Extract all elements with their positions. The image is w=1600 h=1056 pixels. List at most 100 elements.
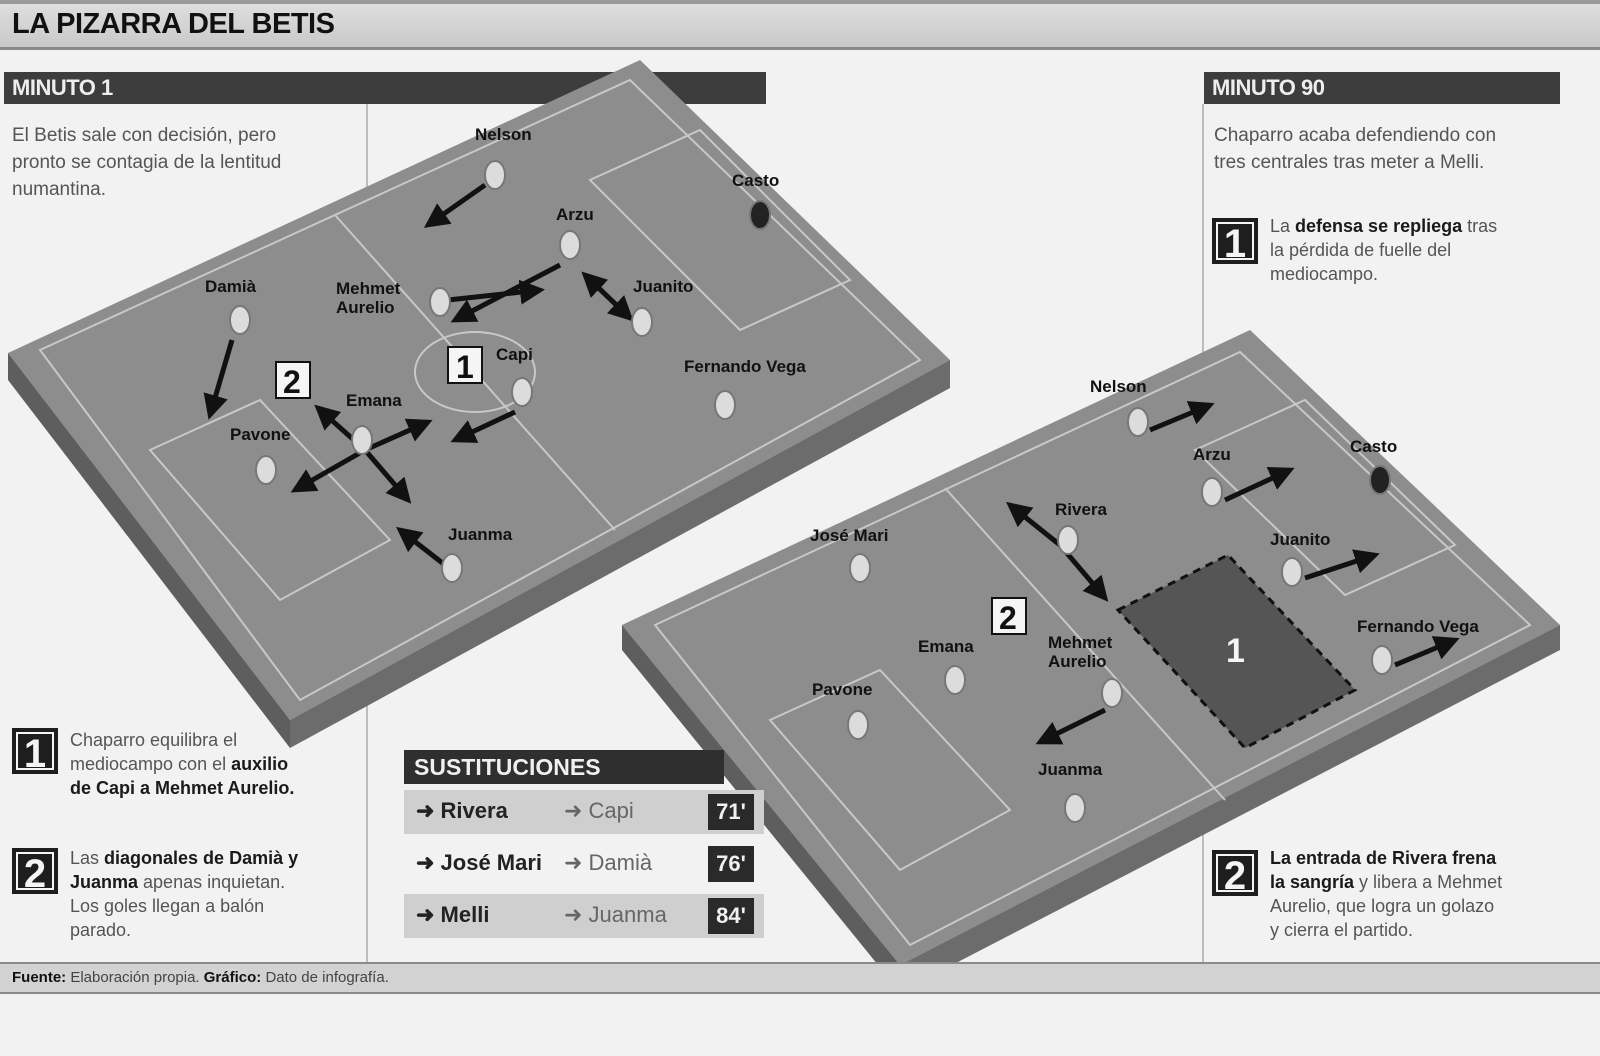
arrows-minuto-1	[203, 182, 634, 567]
note-line: la sangría y libera a Mehmet	[1270, 870, 1590, 894]
player-label: Arzu	[1193, 445, 1231, 464]
player-label: Fernando Vega	[684, 357, 806, 376]
player-label: Mehmet	[336, 279, 401, 298]
players-minuto-1	[229, 160, 771, 583]
player-icon	[429, 287, 451, 317]
player-icon	[1127, 407, 1149, 437]
note-line: mediocampo con el auxilio	[70, 752, 360, 776]
note-text: mediocampo con el	[70, 754, 232, 774]
player-label: Pavone	[230, 425, 290, 444]
substitution-minute: 71'	[708, 794, 754, 830]
player-icon	[1281, 557, 1303, 587]
note-line: Las diagonales de Damià y	[70, 846, 360, 870]
labels-minuto-90: Nelson Casto Arzu Rivera José Mari Juani…	[810, 377, 1479, 779]
note-2-minuto-1: Las diagonales de Damià y Juanma apenas …	[70, 846, 360, 942]
note-badge: 1	[12, 728, 58, 776]
note-badge: 1	[1212, 218, 1258, 266]
substitutions-header: SUSTITUCIONES	[404, 750, 724, 784]
player-icon	[1371, 645, 1393, 675]
player-label: José Mari	[810, 526, 888, 545]
substitution-row: ➜ José Mari ➜ Damià 76'	[404, 842, 764, 886]
intro-line: El Betis sale con decisión, pero	[12, 125, 277, 146]
footer-value: Elaboración propia.	[66, 969, 204, 986]
note-emphasis: Juanma	[70, 872, 139, 892]
field-badges: 1 2 1 2	[275, 346, 1245, 670]
note-line: mediocampo.	[1270, 264, 1379, 284]
note-emphasis: La entrada de Rivera frena	[1270, 848, 1497, 868]
players-minuto-90	[847, 407, 1393, 823]
note-2-minuto-90: La entrada de Rivera frena la sangría y …	[1270, 846, 1590, 942]
player-out-name: Damià	[588, 850, 653, 875]
player-label: Arzu	[556, 205, 594, 224]
note-text: Las	[70, 848, 105, 868]
player-icon	[511, 377, 533, 407]
note-1-minuto-90: La defensa se repliega tras la pérdida d…	[1270, 214, 1590, 286]
note-text: La	[1270, 216, 1296, 236]
player-label: Pavone	[812, 680, 872, 699]
goalkeeper-icon	[1369, 465, 1391, 495]
page-title: LA PIZARRA DEL BETIS	[12, 8, 335, 40]
defense-zone	[1115, 553, 1358, 750]
player-out: ➜ Damià	[564, 850, 653, 875]
note-emphasis: defensa se repliega	[1295, 216, 1463, 236]
player-icon	[1064, 793, 1086, 823]
note-line: la pérdida de fuelle del	[1270, 240, 1452, 260]
player-icon	[441, 553, 463, 583]
note-badge: 2	[12, 848, 58, 896]
source-footer: Fuente: Elaboración propia. Gráfico: Dat…	[0, 962, 1600, 994]
player-in: ➜ Melli	[416, 902, 490, 927]
footer-value: Dato de infografía.	[261, 969, 389, 986]
player-label: Rivera	[1055, 500, 1108, 519]
badge-number: 2	[999, 600, 1017, 636]
note-text: y libera a Mehmet	[1354, 872, 1503, 892]
note-line: parado.	[70, 920, 132, 940]
note-text: apenas inquietan.	[138, 872, 286, 892]
title-bar	[0, 0, 1600, 50]
intro-line: tres centrales tras meter a Melli.	[1214, 152, 1485, 173]
player-label: Aurelio	[336, 298, 395, 317]
player-in-name: Rivera	[440, 798, 508, 823]
substitution-row: ➜ Rivera ➜ Capi 71'	[404, 790, 764, 834]
player-in: ➜ Rivera	[416, 798, 508, 823]
note-line: Chaparro equilibra el	[70, 730, 238, 750]
note-text: tras	[1462, 216, 1498, 236]
substitution-row: ➜ Melli ➜ Juanma 84'	[404, 894, 764, 938]
player-label: Juanito	[633, 277, 693, 296]
intro-line: Chaparro acaba defendiendo con	[1214, 125, 1497, 146]
player-out: ➜ Juanma	[564, 902, 667, 927]
player-icon	[631, 307, 653, 337]
player-label: Casto	[732, 171, 779, 190]
pitch-minuto-1	[8, 60, 950, 748]
substitution-minute: 76'	[708, 846, 754, 882]
player-label: Aurelio	[1048, 652, 1107, 671]
player-icon	[1101, 678, 1123, 708]
note-emphasis: la sangría	[1270, 872, 1355, 892]
intro-line: pronto se contagia de la lentitud	[12, 152, 282, 173]
goalkeeper-icon	[749, 200, 771, 230]
player-in-name: José Mari	[440, 850, 543, 875]
labels-minuto-1: Nelson Casto Arzu Damià Mehmet Aurelio J…	[205, 125, 806, 544]
footer-key: Gráfico:	[203, 969, 262, 986]
player-label: Emana	[346, 391, 402, 410]
minuto-1-intro: El Betis sale con decisión, pero pronto …	[12, 122, 362, 203]
note-line: Aurelio, que logra un golazo	[1270, 896, 1495, 916]
note-line: y cierra el partido.	[1270, 920, 1414, 940]
player-in: ➜ José Mari	[416, 850, 543, 875]
player-label: Juanma	[448, 525, 513, 544]
player-icon	[847, 710, 869, 740]
player-out: ➜ Capi	[564, 798, 634, 823]
note-line: La defensa se repliega tras	[1270, 214, 1590, 238]
player-icon	[944, 665, 966, 695]
note-line: Los goles llegan a balón	[70, 896, 265, 916]
player-label: Juanma	[1038, 760, 1103, 779]
player-label: Nelson	[1090, 377, 1147, 396]
player-icon	[849, 553, 871, 583]
player-icon	[559, 230, 581, 260]
note-line: Juanma apenas inquietan.	[70, 870, 360, 894]
footer-key: Fuente:	[12, 969, 67, 986]
player-label: Damià	[205, 277, 257, 296]
note-emphasis: de Capi a Mehmet Aurelio.	[70, 778, 295, 798]
player-icon	[351, 425, 373, 455]
player-in-name: Melli	[440, 902, 490, 927]
note-emphasis: diagonales de Damià y	[104, 848, 299, 868]
